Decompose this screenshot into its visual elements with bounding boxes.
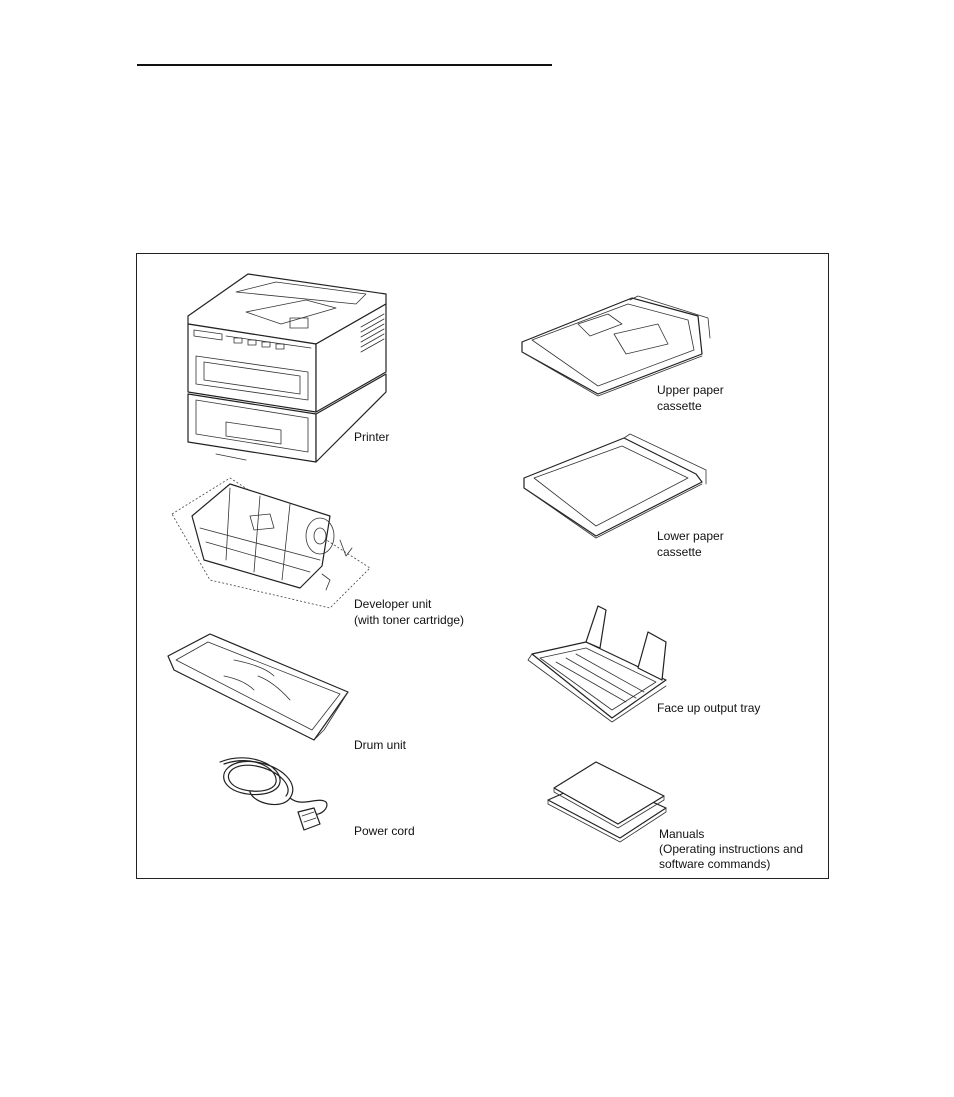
power-cord-icon [190,752,332,836]
drum-unit-icon [164,630,362,744]
upper-paper-cassette-label-line1: Upper paper [657,382,724,398]
manuals-label-line2: (Operating instructions and [659,841,803,857]
lower-paper-cassette-icon [520,434,710,540]
manuals-label-line1: Manuals [659,826,704,842]
lower-paper-cassette-label-line2: cassette [657,544,702,560]
heading-rule [137,64,552,66]
upper-paper-cassette-label-line2: cassette [657,398,702,414]
face-up-output-tray-label: Face up output tray [657,700,760,716]
power-cord-label: Power cord [354,823,415,839]
printer-label: Printer [354,429,389,445]
developer-unit-label-line1: Developer unit [354,596,431,612]
lower-paper-cassette-label-line1: Lower paper [657,528,724,544]
face-up-output-tray-icon [526,602,676,722]
manuals-icon [546,760,670,842]
manuals-label-line3: software commands) [659,856,770,872]
drum-unit-label: Drum unit [354,737,406,753]
developer-unit-label-line2: (with toner cartridge) [354,612,464,628]
developer-unit-icon [170,476,376,610]
